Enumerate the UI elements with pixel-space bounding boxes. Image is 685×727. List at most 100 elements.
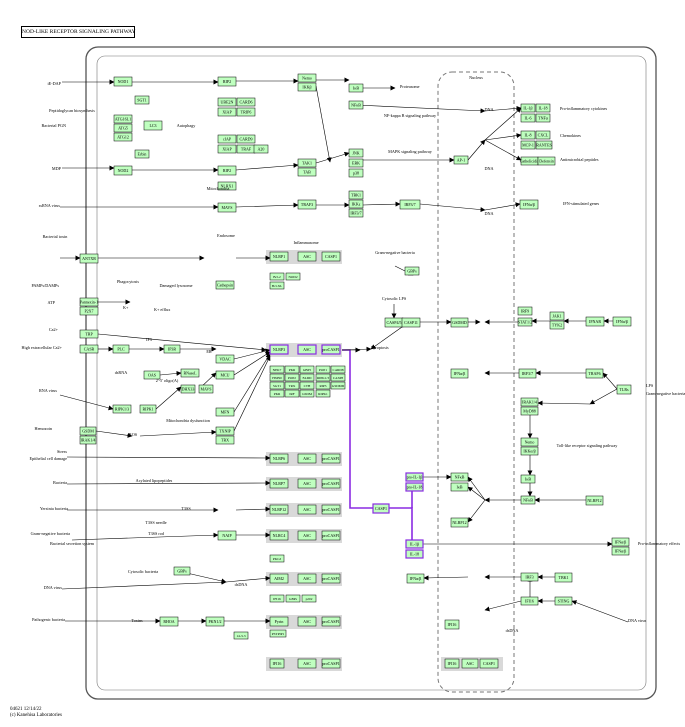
gene-box-rip2[interactable]: RIP2 <box>217 76 237 87</box>
gene-box-trip6[interactable]: TRIP6 <box>236 107 256 117</box>
gene-box-gsdmd2[interactable]: GSDMD <box>330 381 346 390</box>
gene-box-nod2[interactable]: NOD2 <box>113 165 133 176</box>
gene-box-ikb2[interactable]: IκB <box>450 482 469 492</box>
gene-box-nek7[interactable]: NEK7 <box>269 365 285 374</box>
gene-box-ubiqc[interactable]: UBE2N <box>217 97 237 107</box>
gene-box-nlrp12b[interactable]: NLRP12 <box>450 517 469 528</box>
gene-box-gbp2[interactable]: GBPs <box>285 594 301 603</box>
gene-box-asc10[interactable]: ASC <box>297 658 317 669</box>
gene-box-asc7[interactable]: ASC <box>297 530 317 541</box>
gene-box-il8[interactable]: IL-8 <box>520 130 536 140</box>
gene-box-pkn[interactable]: PKN1/2 <box>205 616 225 627</box>
gene-box-rantes[interactable]: RANTES <box>535 140 553 150</box>
gene-box-asc5[interactable]: ASC <box>297 478 317 489</box>
gene-box-asc[interactable]: ASC <box>461 658 479 669</box>
gene-box-plc[interactable]: PLC <box>112 344 130 354</box>
gene-box-casp8[interactable]: CASP8 <box>330 373 346 382</box>
gene-box-asc[interactable]: ASC <box>297 251 317 262</box>
gene-box-nlrp1[interactable]: NLRP1 <box>269 251 289 262</box>
gene-box-casp1[interactable]: CASP1 <box>321 251 341 262</box>
gene-box-jak1[interactable]: JAK1 <box>549 311 565 321</box>
gene-box-irf3[interactable]: IRF3/7 <box>518 368 537 379</box>
gene-box-pstpip1[interactable]: PSTPIP1 <box>269 629 287 638</box>
gene-box-pop1[interactable]: POP1 <box>315 365 331 374</box>
gene-box-casp14[interactable]: proCASP1 <box>321 453 341 464</box>
gene-box-nemo2[interactable]: Nemo <box>520 437 539 447</box>
gene-box-ripk1[interactable]: RIPK1 <box>315 389 331 398</box>
gene-box-ifnab4[interactable]: IFNα/β <box>450 368 469 379</box>
gene-box-stat1[interactable]: STAT1/2 <box>517 317 533 327</box>
gene-box-casp15[interactable]: proCASP1 <box>321 478 341 489</box>
gene-box-il1b3[interactable]: IL-1β <box>405 539 424 549</box>
gene-box-nlrp3[interactable]: NLRP3 <box>269 344 289 355</box>
gene-box-trp[interactable]: TRP <box>79 329 99 339</box>
gene-box-nlrp7[interactable]: NLRP7 <box>269 478 289 489</box>
gene-box-ikke[interactable]: IKKε <box>348 199 364 209</box>
gene-box-mfn[interactable]: MFN <box>215 407 235 417</box>
gene-box-bcl2[interactable]: Bcl-2 <box>269 272 285 281</box>
gene-box-pop2[interactable]: POP2 <box>284 373 300 382</box>
gene-box-y1433[interactable]: 14-3-3 <box>233 631 249 640</box>
gene-box-ikkab[interactable]: IKKα/β <box>520 446 539 456</box>
gene-box-irak[interactable]: IRAK1/4 <box>520 397 539 407</box>
gene-box-il1b[interactable]: IL-1β <box>520 103 536 113</box>
gene-box-naip[interactable]: NAIP <box>217 530 237 541</box>
gene-box-tlr[interactable]: TLRs <box>616 384 632 395</box>
gene-box-sgt1b[interactable]: SGT1 <box>269 381 285 390</box>
gene-box-mavs2[interactable]: MAVS <box>198 384 214 394</box>
gene-box-nfkb3[interactable]: NFκB <box>520 495 536 505</box>
gene-box-nemo[interactable]: Nemo <box>297 73 317 83</box>
gene-box-atg12[interactable]: ATG12 <box>113 132 133 142</box>
gene-box-cathel[interactable]: Cathelicidin <box>520 156 540 166</box>
gene-box-irf7[interactable]: IRF3/7 <box>399 199 421 210</box>
gene-box-ifnar[interactable]: IFNAR <box>585 316 605 327</box>
gene-box-casp5[interactable]: CASP4/5 <box>384 317 404 328</box>
gene-box-ifi16c[interactable]: IFI16 <box>444 619 460 630</box>
gene-box-gsdm[interactable]: GSDM <box>299 389 315 398</box>
gene-box-ifnab3[interactable]: IFNα/β <box>611 537 630 547</box>
gene-box-tyk2[interactable]: TYK2 <box>549 320 565 330</box>
gene-box-fadd[interactable]: FADD <box>299 373 315 382</box>
gene-box-casr[interactable]: CASR <box>79 344 99 354</box>
gene-box-ifnab2[interactable]: IFNα/β <box>612 316 632 327</box>
gene-box-ifnab5[interactable]: IFNα/β <box>406 573 425 584</box>
gene-box-casp19[interactable]: proCASP1 <box>321 616 341 627</box>
gene-box-ikkb[interactable]: IKKβ <box>297 82 317 92</box>
gene-box-nlrc4[interactable]: NLRC4 <box>269 530 289 541</box>
gene-box-mavs[interactable]: MAVS <box>217 202 237 213</box>
gene-box-gbp2[interactable]: GBPs <box>173 566 191 576</box>
gene-box-casp13[interactable]: proCASP1 <box>321 344 341 355</box>
gene-box-sting[interactable]: STING <box>554 596 573 606</box>
gene-box-asc3[interactable]: ASC <box>297 344 317 355</box>
gene-box-xiap[interactable]: XIAP <box>217 144 237 154</box>
gene-box-mcu[interactable]: MCU <box>215 370 235 380</box>
gene-box-asc6[interactable]: ASC <box>297 504 317 515</box>
gene-box-ifi16b[interactable]: IFI16 <box>269 658 285 669</box>
gene-box-ikb2[interactable]: IκB <box>520 474 536 484</box>
gene-box-tbk1b[interactable]: TBK1 <box>554 572 573 583</box>
gene-box-il1b2[interactable]: pro-IL-1β <box>405 472 424 482</box>
gene-box-defensin[interactable]: Defensin <box>537 156 556 166</box>
gene-box-tnfa[interactable]: TNFα <box>535 113 551 123</box>
gene-box-tbk1[interactable]: TBK1 <box>348 190 364 200</box>
gene-box-sgt1[interactable]: SGT1 <box>134 95 150 105</box>
gene-box-tak1[interactable]: TAK1 <box>297 158 317 168</box>
gene-box-cxcl[interactable]: CXCL <box>535 130 551 140</box>
gene-box-ifi16[interactable]: IFI16 <box>444 658 460 669</box>
gene-box-erbin[interactable]: Erbin <box>134 149 150 159</box>
gene-box-tab[interactable]: TAB <box>297 167 317 177</box>
gene-box-ip3r[interactable]: IP3R <box>163 344 181 354</box>
gene-box-gbp5[interactable]: GBP5 <box>299 365 315 374</box>
gene-box-casp11[interactable]: CASP11 <box>401 317 421 328</box>
gene-box-ap1[interactable]: AP-1 <box>453 155 469 165</box>
gene-box-ripk[interactable]: RIPK1/3 <box>315 373 331 382</box>
gene-box-p2x7[interactable]: P2X7 <box>79 306 99 316</box>
gene-box-txnip[interactable]: TXNIP <box>215 426 235 436</box>
gene-box-gsdm[interactable]: GSDM <box>79 426 97 436</box>
gene-box-erk[interactable]: ERK <box>348 158 364 168</box>
gene-box-ifnab[interactable]: IFNα/β <box>519 199 539 210</box>
gene-box-asc8[interactable]: ASC <box>297 573 317 584</box>
gene-box-ifi16[interactable]: IFI16 <box>520 596 539 606</box>
gene-box-traf6[interactable]: TRAF6 <box>585 368 604 379</box>
gene-box-il18b[interactable]: pro-IL-18 <box>405 482 424 492</box>
